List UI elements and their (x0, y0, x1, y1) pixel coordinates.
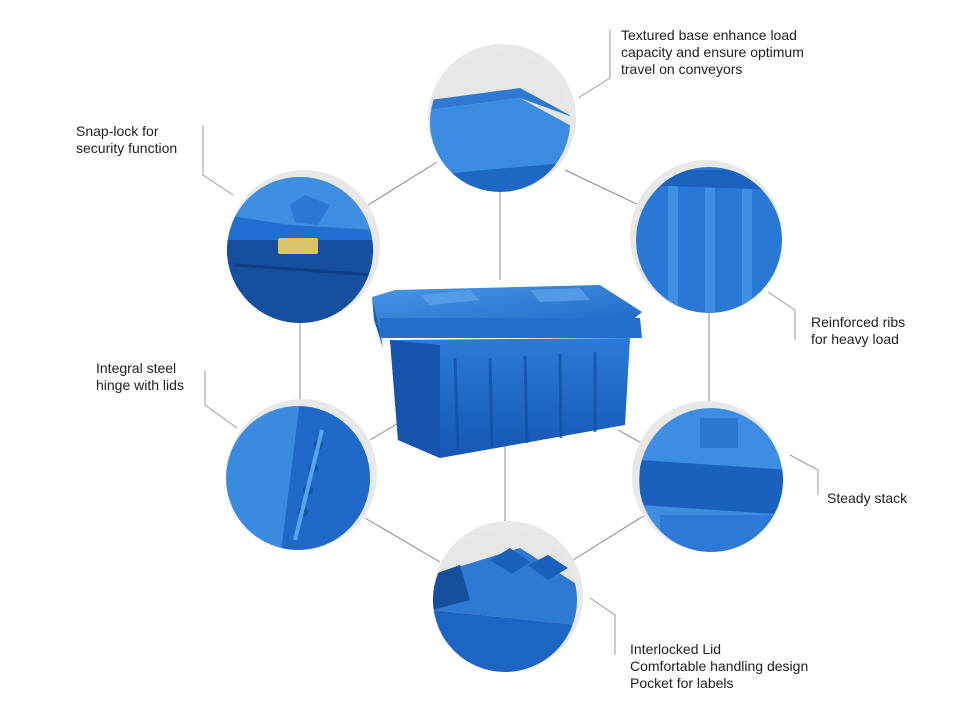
label-line: Pocket for labels (630, 675, 734, 691)
connector-lines (299, 161, 710, 563)
label-textured-base: Textured base enhance load capacity and … (621, 27, 804, 78)
label-line: Textured base enhance load (621, 27, 797, 43)
connector-bottom-right (569, 514, 646, 563)
connector-top-right (564, 169, 646, 209)
connector-bottom-left (364, 517, 441, 563)
detail-integral-hinge (226, 406, 370, 550)
label-line: Comfortable handling design (630, 658, 809, 674)
detail-reinforced-ribs (636, 167, 782, 313)
label-line: hinge with lids (96, 377, 184, 393)
leader-integral-hinge (204, 370, 238, 429)
label-line: travel on conveyors (621, 61, 743, 77)
label-line: capacity and ensure optimum (621, 44, 804, 60)
label-line: Steady stack (827, 490, 908, 506)
leader-textured-base (577, 30, 611, 99)
leader-snap-lock (202, 125, 234, 196)
label-line: for heavy load (811, 331, 899, 347)
label-steady-stack: Steady stack (827, 490, 907, 507)
leader-reinforced-ribs (767, 291, 796, 340)
crate-main (372, 285, 642, 458)
label-integral-hinge: Integral steel hinge with lids (96, 360, 184, 394)
label-interlocked-lid: Interlocked Lid Comfortable handling des… (630, 641, 808, 692)
label-line: security function (76, 140, 178, 156)
label-line: Snap-lock for (76, 123, 159, 139)
detail-textured-base (430, 52, 570, 192)
connector-crate-left (369, 421, 401, 441)
lock-badge (278, 238, 318, 254)
leader-lines (202, 30, 819, 655)
connector-top-left (364, 161, 438, 208)
leader-interlocked-lid (589, 597, 616, 655)
label-reinforced-ribs: Reinforced ribs for heavy load (811, 314, 905, 348)
detail-snap-lock (227, 177, 373, 323)
label-line: Interlocked Lid (630, 641, 722, 657)
leader-steady-stack (789, 454, 819, 495)
label-snap-lock: Snap-lock for security function (76, 123, 177, 157)
label-line: Reinforced ribs (811, 314, 906, 330)
label-line: Integral steel (96, 360, 177, 376)
